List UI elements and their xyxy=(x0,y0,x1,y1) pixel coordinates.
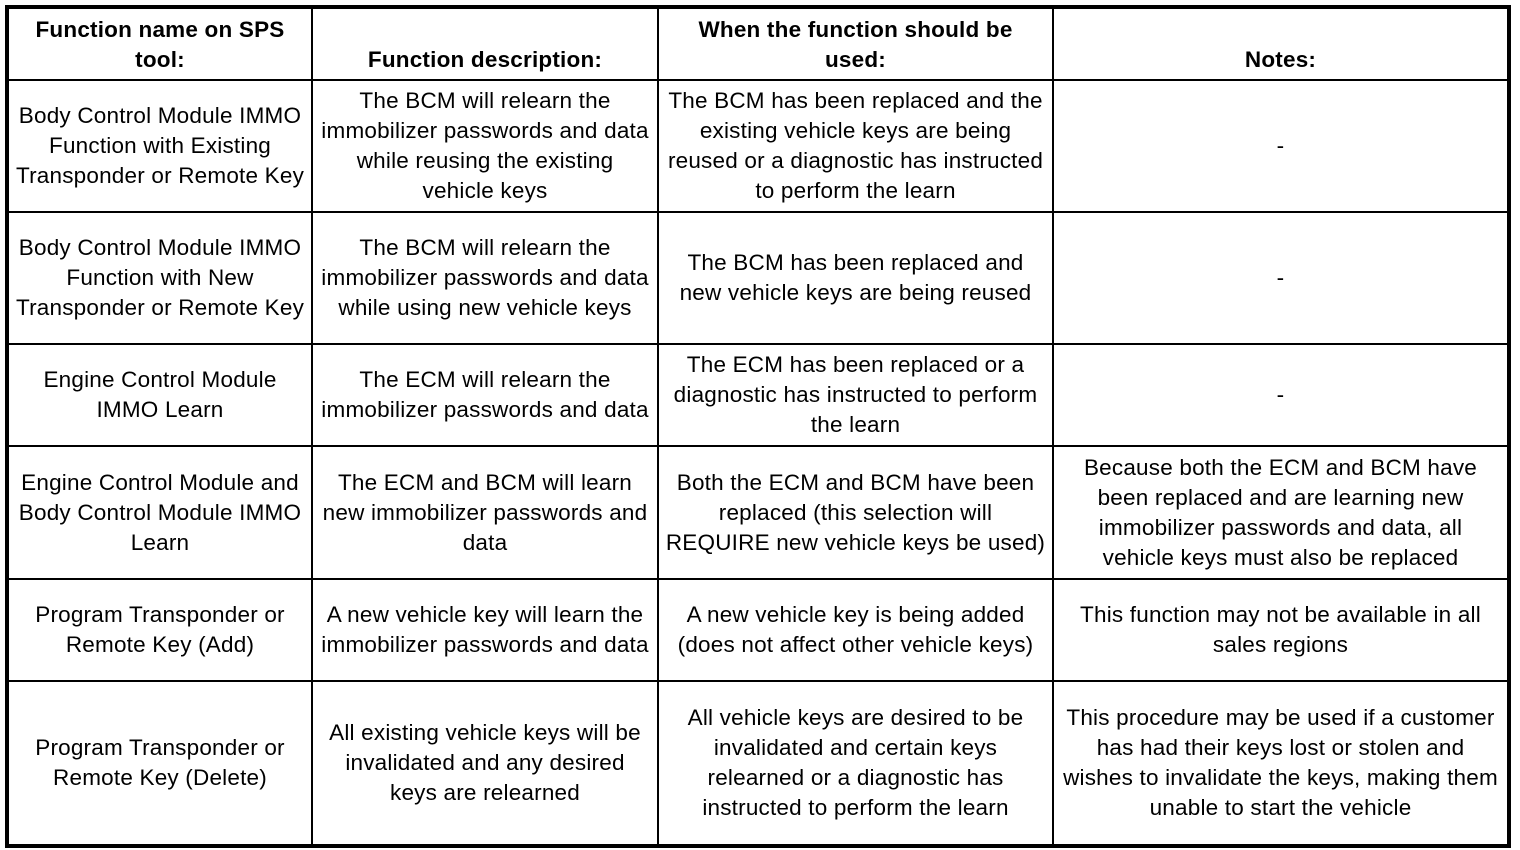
cell-notes: - xyxy=(1052,211,1510,345)
header-when-used: When the function should be used: xyxy=(657,6,1054,81)
cell-description: All existing vehicle keys will be invali… xyxy=(311,680,659,847)
cell-notes: - xyxy=(1052,343,1510,447)
cell-description: The BCM will relearn the immobilizer pas… xyxy=(311,79,659,213)
cell-notes: Because both the ECM and BCM have been r… xyxy=(1052,445,1510,580)
cell-when-used: Both the ECM and BCM have been replaced … xyxy=(657,445,1054,580)
cell-when-used: The ECM has been replaced or a diagnosti… xyxy=(657,343,1054,447)
cell-function-name: Engine Control Module and Body Control M… xyxy=(6,445,313,580)
cell-description: A new vehicle key will learn the immobil… xyxy=(311,578,659,682)
sps-function-table: Function name on SPS tool: Function desc… xyxy=(5,5,1511,848)
table-row: Program Transponder or Remote Key (Add) … xyxy=(6,578,1510,682)
cell-when-used: A new vehicle key is being added (does n… xyxy=(657,578,1054,682)
cell-description: The ECM and BCM will learn new immobiliz… xyxy=(311,445,659,580)
cell-notes: This function may not be available in al… xyxy=(1052,578,1510,682)
cell-when-used: All vehicle keys are desired to be inval… xyxy=(657,680,1054,847)
header-notes: Notes: xyxy=(1052,6,1510,81)
cell-function-name: Program Transponder or Remote Key (Delet… xyxy=(6,680,313,847)
cell-description: The ECM will relearn the immobilizer pas… xyxy=(311,343,659,447)
cell-function-name: Program Transponder or Remote Key (Add) xyxy=(6,578,313,682)
cell-function-name: Body Control Module IMMO Function with E… xyxy=(6,79,313,213)
cell-when-used: The BCM has been replaced and new vehicl… xyxy=(657,211,1054,345)
header-row: Function name on SPS tool: Function desc… xyxy=(6,6,1510,81)
cell-function-name: Engine Control Module IMMO Learn xyxy=(6,343,313,447)
table-row: Program Transponder or Remote Key (Delet… xyxy=(6,680,1510,847)
table-row: Body Control Module IMMO Function with E… xyxy=(6,79,1510,213)
document-page: Function name on SPS tool: Function desc… xyxy=(5,5,1511,848)
table-row: Engine Control Module IMMO Learn The ECM… xyxy=(6,343,1510,447)
header-function-name: Function name on SPS tool: xyxy=(6,6,313,81)
table-row: Body Control Module IMMO Function with N… xyxy=(6,211,1510,345)
cell-notes: - xyxy=(1052,79,1510,213)
cell-description: The BCM will relearn the immobilizer pas… xyxy=(311,211,659,345)
table-row: Engine Control Module and Body Control M… xyxy=(6,445,1510,580)
cell-when-used: The BCM has been replaced and the existi… xyxy=(657,79,1054,213)
cell-function-name: Body Control Module IMMO Function with N… xyxy=(6,211,313,345)
header-function-description: Function description: xyxy=(311,6,659,81)
cell-notes: This procedure may be used if a customer… xyxy=(1052,680,1510,847)
